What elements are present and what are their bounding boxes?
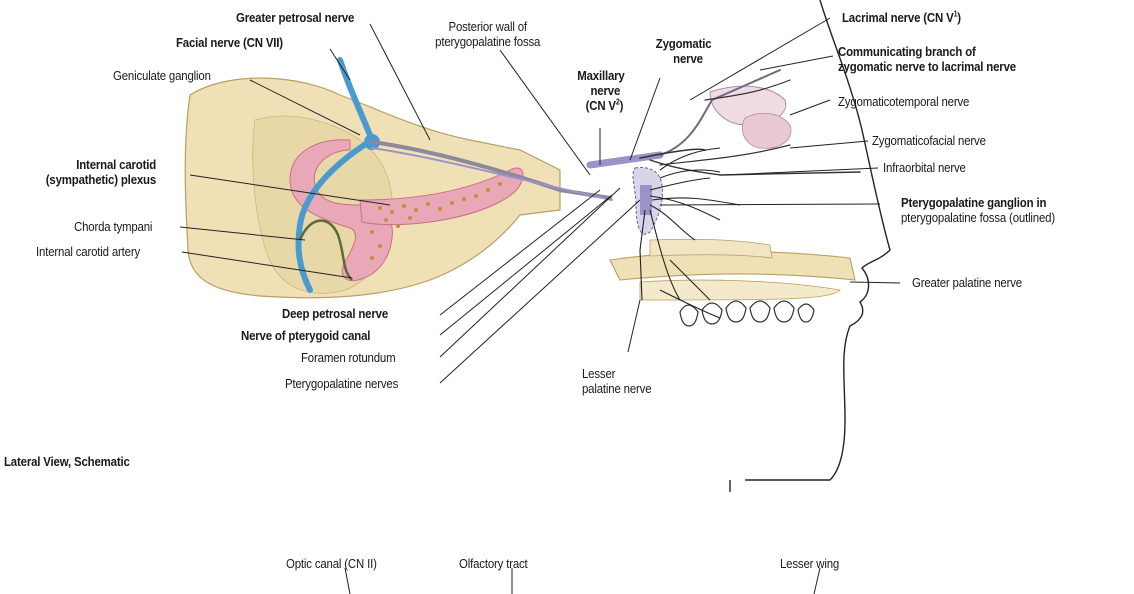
label-lesser-palatine-nerve: Lesser palatine nerve	[582, 366, 651, 396]
teeth	[680, 301, 814, 326]
label-ppg-line1: Pterygopalatine ganglion in	[901, 195, 1055, 210]
label-lacrimal-text: Lacrimal nerve (CN V	[842, 10, 954, 25]
maxilla-bones	[610, 239, 855, 300]
label-pterygopalatine-nerves: Pterygopalatine nerves	[285, 376, 398, 391]
label-chorda-tympani: Chorda tympani	[74, 219, 152, 234]
label-maxillary-nerve-line3: (CN V2)	[577, 98, 624, 113]
label-ppg-line2: pterygopalatine fossa (outlined)	[901, 210, 1055, 225]
label-communicating-line2: zygomatic nerve to lacrimal nerve	[838, 59, 1016, 74]
label-communicating-branch: Communicating branch of zygomatic nerve …	[838, 44, 1016, 74]
label-geniculate-ganglion: Geniculate ganglion	[113, 68, 211, 83]
label-zygomatic-nerve-line2: nerve	[656, 51, 712, 66]
pterygopalatine-ganglion-shape	[633, 168, 662, 235]
label-greater-petrosal-nerve: Greater petrosal nerve	[236, 10, 354, 25]
label-internal-carotid-artery: Internal carotid artery	[36, 244, 140, 259]
label-maxillary-nerve-line1: Maxillary	[577, 68, 624, 83]
label-internal-carotid-plexus-line2: (sympathetic) plexus	[12, 172, 156, 187]
label-nerve-pterygoid-canal: Nerve of pterygoid canal	[241, 328, 370, 343]
label-communicating-line1: Communicating branch of	[838, 44, 1016, 59]
label-optic-canal: Optic canal (CN II)	[286, 556, 377, 571]
label-maxillary-nerve-line2: nerve	[577, 83, 624, 98]
label-zygomatic-nerve-line1: Zygomatic	[656, 36, 712, 51]
label-lesser-palatine-line1: Lesser	[582, 366, 651, 381]
label-zygomaticofacial-nerve: Zygomaticofacial nerve	[872, 133, 986, 148]
label-posterior-wall: Posterior wall of pterygopalatine fossa	[435, 19, 540, 49]
label-pterygopalatine-ganglion: Pterygopalatine ganglion in pterygopalat…	[901, 195, 1055, 225]
label-lesser-palatine-line2: palatine nerve	[582, 381, 651, 396]
label-maxillary-nerve: Maxillary nerve (CN V2)	[577, 68, 624, 113]
label-infraorbital-nerve: Infraorbital nerve	[883, 160, 966, 175]
label-olfactory-tract: Olfactory tract	[459, 556, 528, 571]
label-lacrimal-close: )	[957, 10, 961, 25]
label-zygomaticotemporal-nerve: Zygomaticotemporal nerve	[838, 94, 969, 109]
figure-caption: Lateral View, Schematic	[4, 454, 130, 469]
label-maxillary-close: )	[620, 98, 624, 113]
label-lacrimal-nerve: Lacrimal nerve (CN V1)	[842, 10, 961, 25]
label-internal-carotid-plexus: Internal carotid (sympathetic) plexus	[56, 157, 156, 187]
label-lesser-wing: Lesser wing	[780, 556, 839, 571]
label-posterior-wall-line2: pterygopalatine fossa	[435, 34, 540, 49]
label-deep-petrosal-nerve: Deep petrosal nerve	[282, 306, 388, 321]
label-posterior-wall-line1: Posterior wall of	[435, 19, 540, 34]
label-foramen-rotundum: Foramen rotundum	[301, 350, 395, 365]
label-facial-nerve: Facial nerve (CN VII)	[176, 35, 283, 50]
label-maxillary-cn: (CN V	[586, 98, 616, 113]
label-greater-palatine-nerve: Greater palatine nerve	[912, 275, 1022, 290]
label-zygomatic-nerve: Zygomatic nerve	[656, 36, 712, 66]
label-internal-carotid-plexus-line1: Internal carotid	[56, 157, 156, 172]
